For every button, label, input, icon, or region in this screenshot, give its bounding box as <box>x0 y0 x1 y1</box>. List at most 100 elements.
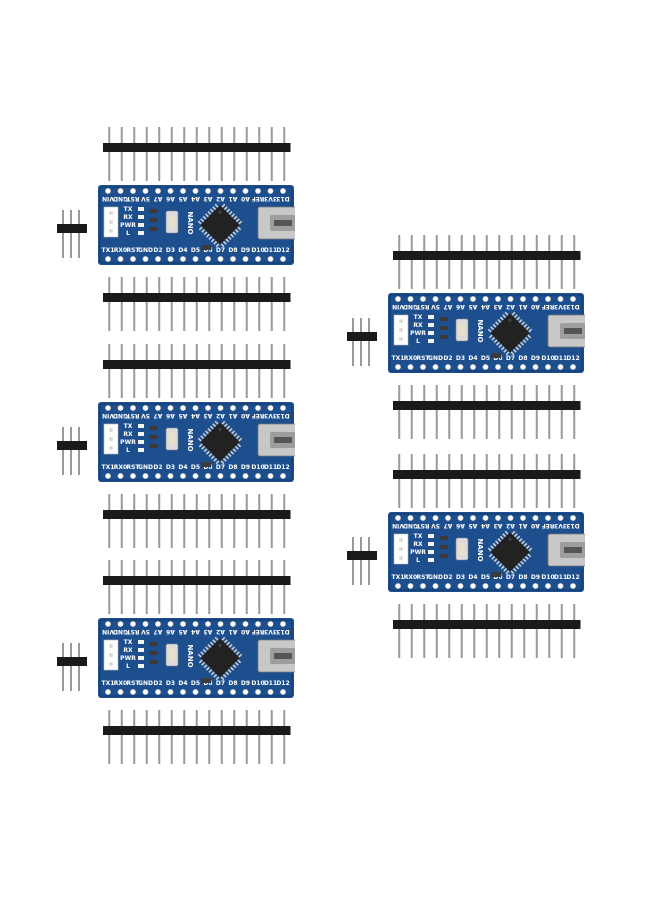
header-pin <box>120 710 123 764</box>
header-pin <box>120 277 123 331</box>
header-pin <box>270 344 273 398</box>
header-pin <box>283 277 286 331</box>
pin-label-bottom: D3 <box>166 680 175 687</box>
pin-hole <box>180 188 186 194</box>
pin-hole <box>217 405 224 411</box>
header-pin <box>183 494 186 548</box>
header-pin <box>423 454 426 508</box>
pin-label-bottom: D11 <box>264 680 277 687</box>
header-pin <box>208 710 211 764</box>
pin-hole <box>255 188 261 194</box>
led <box>138 656 144 660</box>
header-pin <box>220 277 223 331</box>
led-label: PWR <box>410 549 426 556</box>
header-pin <box>258 494 261 548</box>
pin-label-bottom: D3 <box>166 247 175 254</box>
pin-label-bottom: D12 <box>276 247 289 254</box>
header-pin <box>535 235 538 289</box>
header-pin <box>573 454 576 508</box>
nano-logo-text: NANO <box>476 319 484 342</box>
header-pin <box>120 560 123 614</box>
header-pin <box>158 344 161 398</box>
pin-hole <box>167 256 174 262</box>
pin-label-bottom: D12 <box>276 464 289 471</box>
resistor <box>150 660 158 664</box>
header-pin <box>195 494 198 548</box>
pin-hole <box>167 188 174 194</box>
pin-hole <box>242 256 249 262</box>
pin-label-top: REF <box>252 195 265 202</box>
pin-hole <box>130 473 136 479</box>
pin-label-top: A0 <box>241 412 250 419</box>
pin-label-top: A2 <box>506 522 515 529</box>
pin-hole <box>570 296 576 302</box>
pin-hole <box>395 583 401 589</box>
header-pin <box>120 494 123 548</box>
header-pin <box>170 127 173 181</box>
reset-button-cap <box>459 324 465 336</box>
icsp-hole <box>399 337 403 341</box>
pin-hole <box>242 621 249 627</box>
pin-hole <box>192 621 199 627</box>
header-pin <box>283 494 286 548</box>
pin-hole <box>407 296 414 302</box>
header-pin <box>283 710 286 764</box>
header-pin <box>548 454 551 508</box>
pin-hole <box>205 621 211 627</box>
pcb-body <box>388 512 584 592</box>
pin-label-bottom: D10 <box>541 355 554 362</box>
icsp-hole <box>109 653 113 657</box>
pin-hole <box>117 621 124 627</box>
header-pin <box>183 127 186 181</box>
pin-label-top: GND <box>113 195 128 202</box>
led <box>428 315 434 319</box>
bottom-pin-header <box>103 710 291 764</box>
pin-hole <box>167 405 174 411</box>
pin-label-top: RST <box>416 522 430 529</box>
pin-hole <box>230 473 236 479</box>
pin-hole <box>507 296 514 302</box>
pin-label-top: A4 <box>481 522 490 529</box>
pin-hole <box>205 188 211 194</box>
pin-hole <box>407 364 414 370</box>
header-plastic <box>57 441 87 450</box>
header-pin <box>158 277 161 331</box>
header-pin <box>245 127 248 181</box>
header-pin <box>70 643 72 691</box>
header-pin <box>435 385 438 439</box>
pin-hole <box>420 296 426 302</box>
header-pin <box>410 454 413 508</box>
pin-label-bottom: D3 <box>166 464 175 471</box>
led-label: TX <box>414 533 423 540</box>
header-pin <box>498 604 501 658</box>
pin-hole <box>557 583 564 589</box>
pin-label-bottom: D9 <box>241 247 250 254</box>
side-3pin-header <box>57 643 87 691</box>
pin-hole <box>267 473 274 479</box>
pin-label-bottom: D2 <box>443 574 452 581</box>
pin-hole <box>230 405 236 411</box>
pin-label-bottom: D2 <box>153 247 162 254</box>
header-pin <box>510 385 513 439</box>
pin-hole <box>545 296 551 302</box>
header-plastic <box>57 657 87 666</box>
header-pin <box>220 494 223 548</box>
header-pin <box>220 560 223 614</box>
pin-label-bottom: GND <box>428 574 443 581</box>
pin-label-top: GND <box>113 412 128 419</box>
pin-hole <box>105 689 111 695</box>
pin-label-top: RST <box>126 412 140 419</box>
led-label: PWR <box>120 655 136 662</box>
header-pin <box>423 604 426 658</box>
pin-hole <box>142 689 149 695</box>
header-pin <box>435 454 438 508</box>
pin-hole <box>192 256 199 262</box>
pin-label-bottom: D3 <box>456 355 465 362</box>
bottom-pin-header <box>103 494 291 548</box>
header-pin <box>270 127 273 181</box>
